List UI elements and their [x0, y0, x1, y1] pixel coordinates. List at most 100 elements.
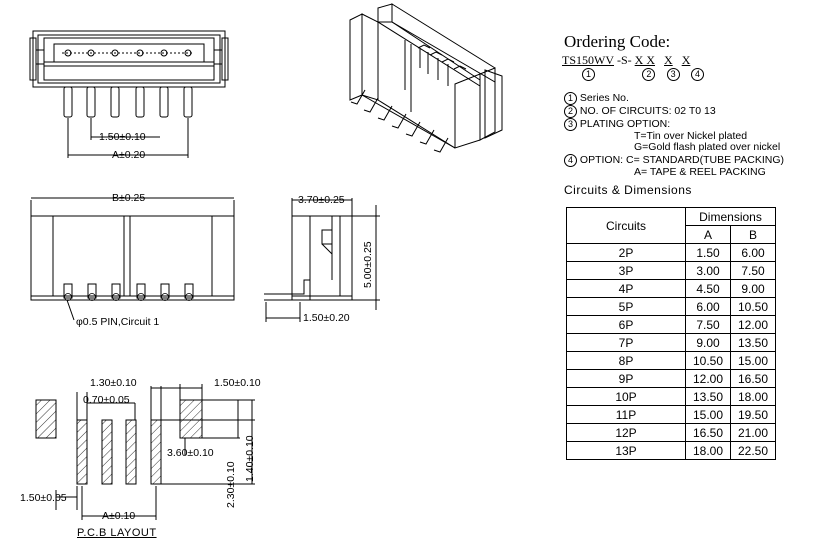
- table-cell-b: 21.00: [730, 423, 776, 442]
- table-cell-b: 13.50: [730, 333, 776, 352]
- table-cell-a: 15.00: [685, 405, 731, 424]
- front-view: [30, 197, 235, 321]
- dim-pcb-360: 3.60±0.10: [167, 447, 214, 459]
- header-b: B: [730, 225, 776, 244]
- dim-side-width: 3.70±0.25: [298, 194, 345, 206]
- dim-pcb-140: 1.40±0.10: [244, 435, 256, 482]
- table-cell-b: 16.50: [730, 369, 776, 388]
- dim-pin-note: φ0.5 PIN,Circuit 1: [76, 316, 160, 328]
- table-cell-c: 7P: [566, 333, 686, 352]
- table-cell-a: 6.00: [685, 297, 731, 316]
- table-cell-a: 13.50: [685, 387, 731, 406]
- table-cell-b: 19.50: [730, 405, 776, 424]
- table-cell-b: 18.00: [730, 387, 776, 406]
- part-mid: -S-: [617, 53, 632, 67]
- table-cell-a: 7.50: [685, 315, 731, 334]
- note-4b: A= TAPE & REEL PACKING: [634, 165, 766, 178]
- table-cell-c: 2P: [566, 243, 686, 262]
- dim-pcb-070: 0.70±0.05: [83, 394, 130, 406]
- table-cell-a: 10.50: [685, 351, 731, 370]
- header-a: A: [685, 225, 731, 244]
- part-number: TS150WV -S- X X X X: [562, 54, 690, 66]
- dim-top-a: A±0.20: [112, 149, 146, 161]
- table-cell-a: 1.50: [685, 243, 731, 262]
- table-cell-a: 12.00: [685, 369, 731, 388]
- part-prefix: TS150WV: [562, 53, 614, 67]
- dim-front-b: B±0.25: [112, 192, 146, 204]
- table-cell-b: 22.50: [730, 441, 776, 460]
- pcb-layout-title: P.C.B LAYOUT: [77, 527, 157, 539]
- top-view: [29, 30, 229, 158]
- table-cell-c: 4P: [566, 279, 686, 298]
- note-3b: G=Gold flash plated over nickel: [634, 141, 781, 154]
- table-cell-b: 6.00: [730, 243, 776, 262]
- table-cell-c: 12P: [566, 423, 686, 442]
- part-x2: X: [664, 53, 673, 67]
- front-pins: [63, 283, 194, 301]
- part-x1: X X: [634, 53, 656, 67]
- table-cell-c: 11P: [566, 405, 686, 424]
- dim-pcb-230: 2.30±0.10: [225, 461, 237, 508]
- table-cell-b: 12.00: [730, 315, 776, 334]
- dim-side-pin: 1.50±0.20: [303, 312, 350, 324]
- note-4: OPTION: C= STANDARD(TUBE PACKING): [579, 153, 785, 166]
- dim-pcb-a: A±0.10: [102, 510, 136, 522]
- note-3a: T=Tin over Nickel plated: [634, 130, 748, 142]
- note-3: PLATING OPTION:: [579, 118, 671, 130]
- circle-2: 2: [642, 68, 656, 81]
- table-cell-b: 9.00: [730, 279, 776, 298]
- table-cell-b: 10.50: [730, 297, 776, 316]
- circle-1: 1: [582, 68, 595, 81]
- table-cell-c: 8P: [566, 351, 686, 370]
- top-pin-dots: [62, 49, 194, 57]
- table-cell-a: 18.00: [685, 441, 731, 460]
- circuits-dimensions-title: Circuits & Dimensions: [564, 183, 692, 197]
- isometric-view: [349, 3, 503, 153]
- pcb-layout: [35, 384, 255, 520]
- dim-side-height: 5.00±0.25: [362, 241, 374, 288]
- table-cell-c: 5P: [566, 297, 686, 316]
- part-x3: X: [681, 53, 691, 67]
- dim-pcb-150-top: 1.50±0.10: [214, 377, 261, 389]
- ordering-notes: 1 Series No. 2 NO. OF CIRCUITS: 02 T0 13…: [564, 92, 784, 178]
- header-dimensions: Dimensions: [685, 207, 776, 226]
- note-1: Series No.: [579, 92, 629, 104]
- dim-top-pitch: 1.50±0.10: [99, 131, 146, 143]
- circle-3: 3: [666, 68, 680, 81]
- header-circuits: Circuits: [566, 207, 686, 244]
- table-cell-a: 9.00: [685, 333, 731, 352]
- table-cell-b: 15.00: [730, 351, 776, 370]
- table-cell-b: 7.50: [730, 261, 776, 280]
- dim-pcb-150-bot: 1.50±0.05: [20, 492, 67, 504]
- note-2: NO. OF CIRCUITS: 02 T0 13: [579, 105, 716, 117]
- table-cell-a: 4.50: [685, 279, 731, 298]
- table-cell-c: 10P: [566, 387, 686, 406]
- side-view: [264, 198, 380, 322]
- table-cell-c: 13P: [566, 441, 686, 460]
- table-cell-a: 16.50: [685, 423, 731, 442]
- ordering-code-title: Ordering Code:: [564, 32, 671, 51]
- table-cell-c: 3P: [566, 261, 686, 280]
- table-cell-c: 6P: [566, 315, 686, 334]
- part-circles: 1 2 3 4: [582, 67, 705, 81]
- top-pins: [63, 86, 193, 118]
- table-cell-c: 9P: [566, 369, 686, 388]
- circle-4: 4: [691, 68, 705, 81]
- table-cell-a: 3.00: [685, 261, 731, 280]
- dim-pcb-130: 1.30±0.10: [90, 377, 137, 389]
